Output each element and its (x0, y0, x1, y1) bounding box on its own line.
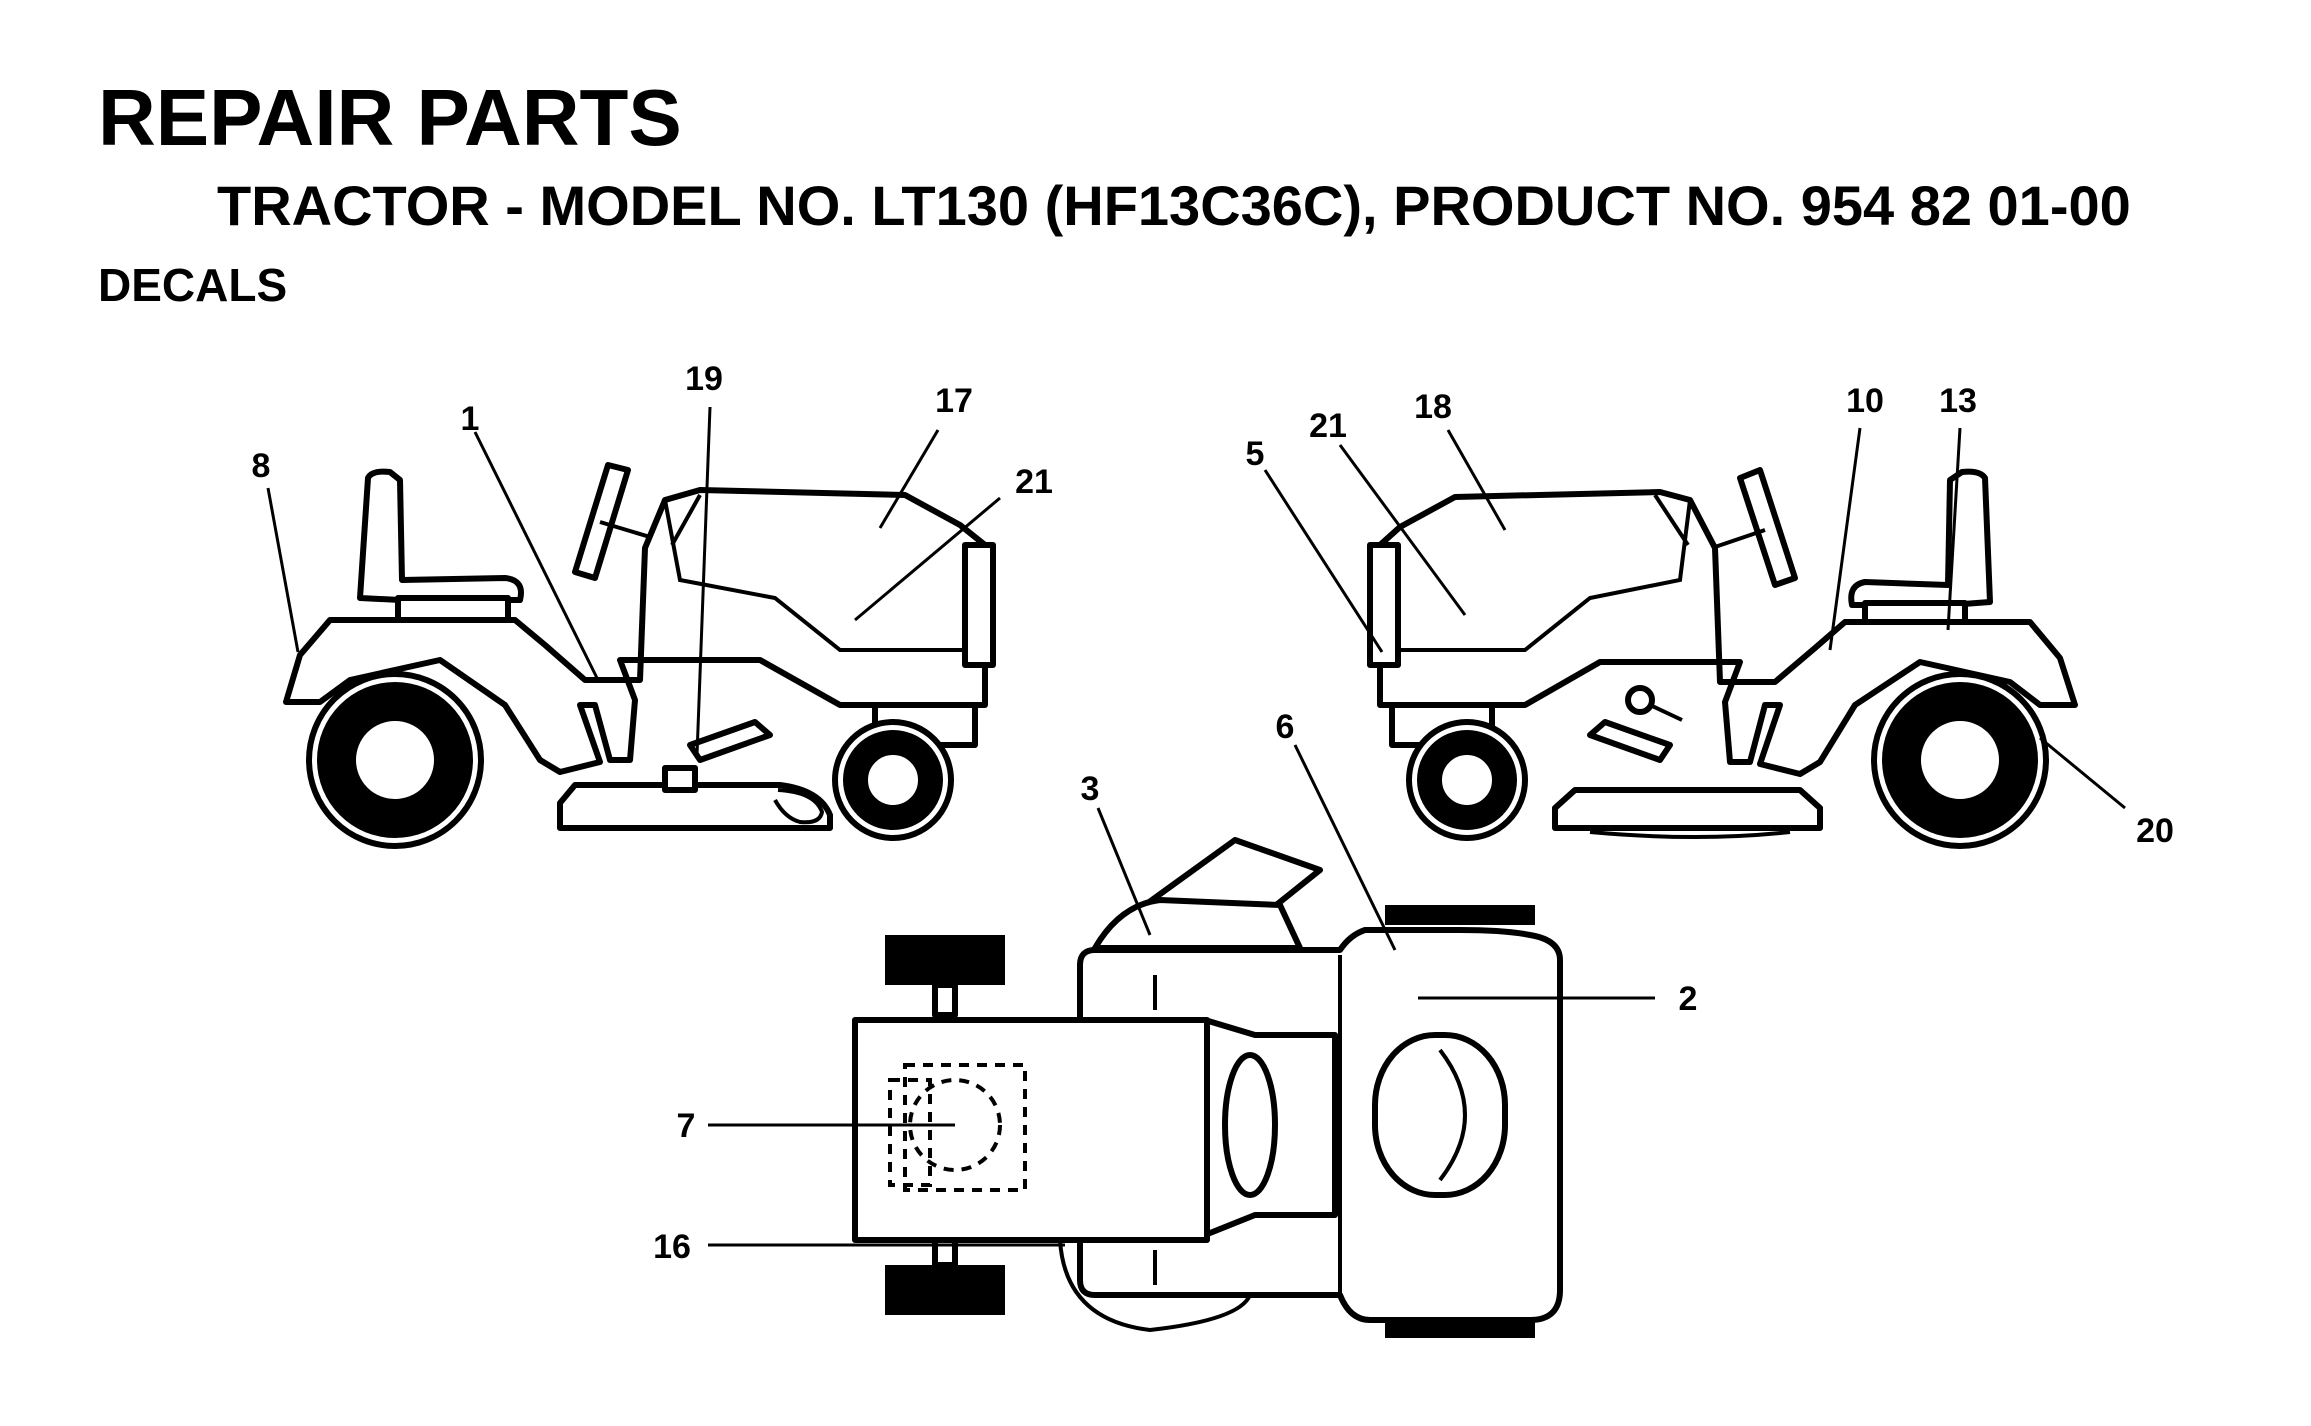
tractor-left-view: 8 1 19 17 21 (252, 360, 1053, 849)
callout-3: 3 (1081, 770, 1100, 808)
callout-1: 1 (461, 400, 480, 438)
callout-13: 13 (1939, 382, 1977, 420)
callout-5: 5 (1246, 435, 1265, 473)
callout-21-right: 21 (1309, 407, 1347, 445)
callout-21-left: 21 (1015, 463, 1053, 501)
callout-17: 17 (935, 382, 973, 420)
callout-7: 7 (677, 1107, 696, 1145)
callout-6: 6 (1276, 708, 1295, 746)
callout-18: 18 (1414, 388, 1452, 426)
page-title: REPAIR PARTS (98, 73, 682, 162)
callout-2: 2 (1679, 980, 1698, 1018)
callout-8: 8 (252, 447, 271, 485)
tractor-right-view: 5 21 18 10 13 20 (1246, 382, 2174, 850)
tractor-top-view: 3 6 2 7 16 (653, 708, 1697, 1338)
callout-20: 20 (2136, 812, 2174, 850)
section-heading: DECALS (98, 259, 288, 311)
callout-10: 10 (1846, 382, 1884, 420)
callout-19: 19 (685, 360, 723, 398)
callout-16: 16 (653, 1228, 691, 1266)
model-subtitle: TRACTOR - MODEL NO. LT130 (HF13C36C), PR… (217, 174, 2131, 237)
